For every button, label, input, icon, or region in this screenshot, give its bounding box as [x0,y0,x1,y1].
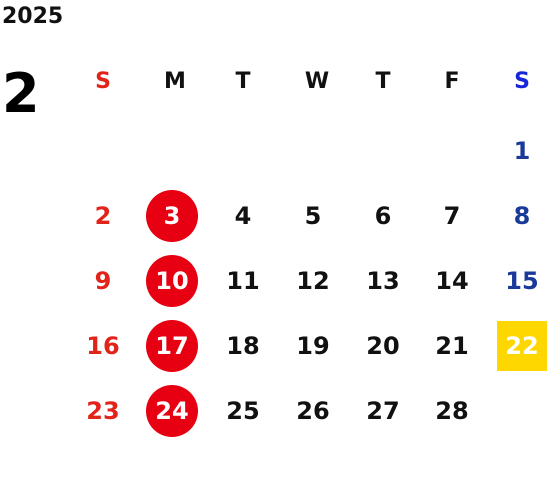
day-cell[interactable]: 13 [366,267,400,295]
weekday-sat: S [514,68,530,94]
day-cell[interactable]: 28 [435,397,469,425]
weekday-sun: S [95,68,111,94]
day-cell-circled[interactable]: 24 [142,385,202,437]
month-number: 2 [2,62,40,125]
day-cell[interactable]: 25 [226,397,260,425]
day-cell-circled[interactable]: 17 [142,320,202,372]
day-cell-boxed[interactable]: 22 [492,321,548,371]
day-cell[interactable]: 26 [296,397,330,425]
weekday-mon: M [164,68,186,94]
day-cell-circled[interactable]: 3 [142,190,202,242]
day-cell-circled[interactable]: 10 [142,255,202,307]
day-cell[interactable]: 8 [513,202,531,230]
day-cell[interactable]: 6 [374,202,392,230]
day-cell[interactable]: 20 [366,332,400,360]
day-cell[interactable]: 9 [94,267,112,295]
year-label: 2025 [2,4,64,29]
day-cell[interactable]: 1 [513,137,531,165]
day-cell[interactable]: 21 [435,332,469,360]
day-cell[interactable]: 14 [435,267,469,295]
day-cell[interactable]: 2 [94,202,112,230]
day-cell[interactable]: 5 [304,202,322,230]
day-cell[interactable]: 18 [226,332,260,360]
holiday-circle: 17 [146,320,198,372]
day-cell[interactable]: 27 [366,397,400,425]
day-cell[interactable]: 19 [296,332,330,360]
holiday-circle: 10 [146,255,198,307]
weekday-tue: T [235,68,251,94]
day-cell[interactable]: 16 [86,332,120,360]
weekday-wed: W [304,68,330,94]
weekday-thu: T [375,68,391,94]
day-cell[interactable]: 15 [505,267,539,295]
weekday-fri: F [444,68,460,94]
holiday-circle: 24 [146,385,198,437]
day-cell[interactable]: 7 [443,202,461,230]
day-cell[interactable]: 11 [226,267,260,295]
highlight-box: 22 [497,321,547,371]
holiday-circle: 3 [146,190,198,242]
day-cell[interactable]: 4 [234,202,252,230]
day-cell[interactable]: 12 [296,267,330,295]
day-cell[interactable]: 23 [86,397,120,425]
